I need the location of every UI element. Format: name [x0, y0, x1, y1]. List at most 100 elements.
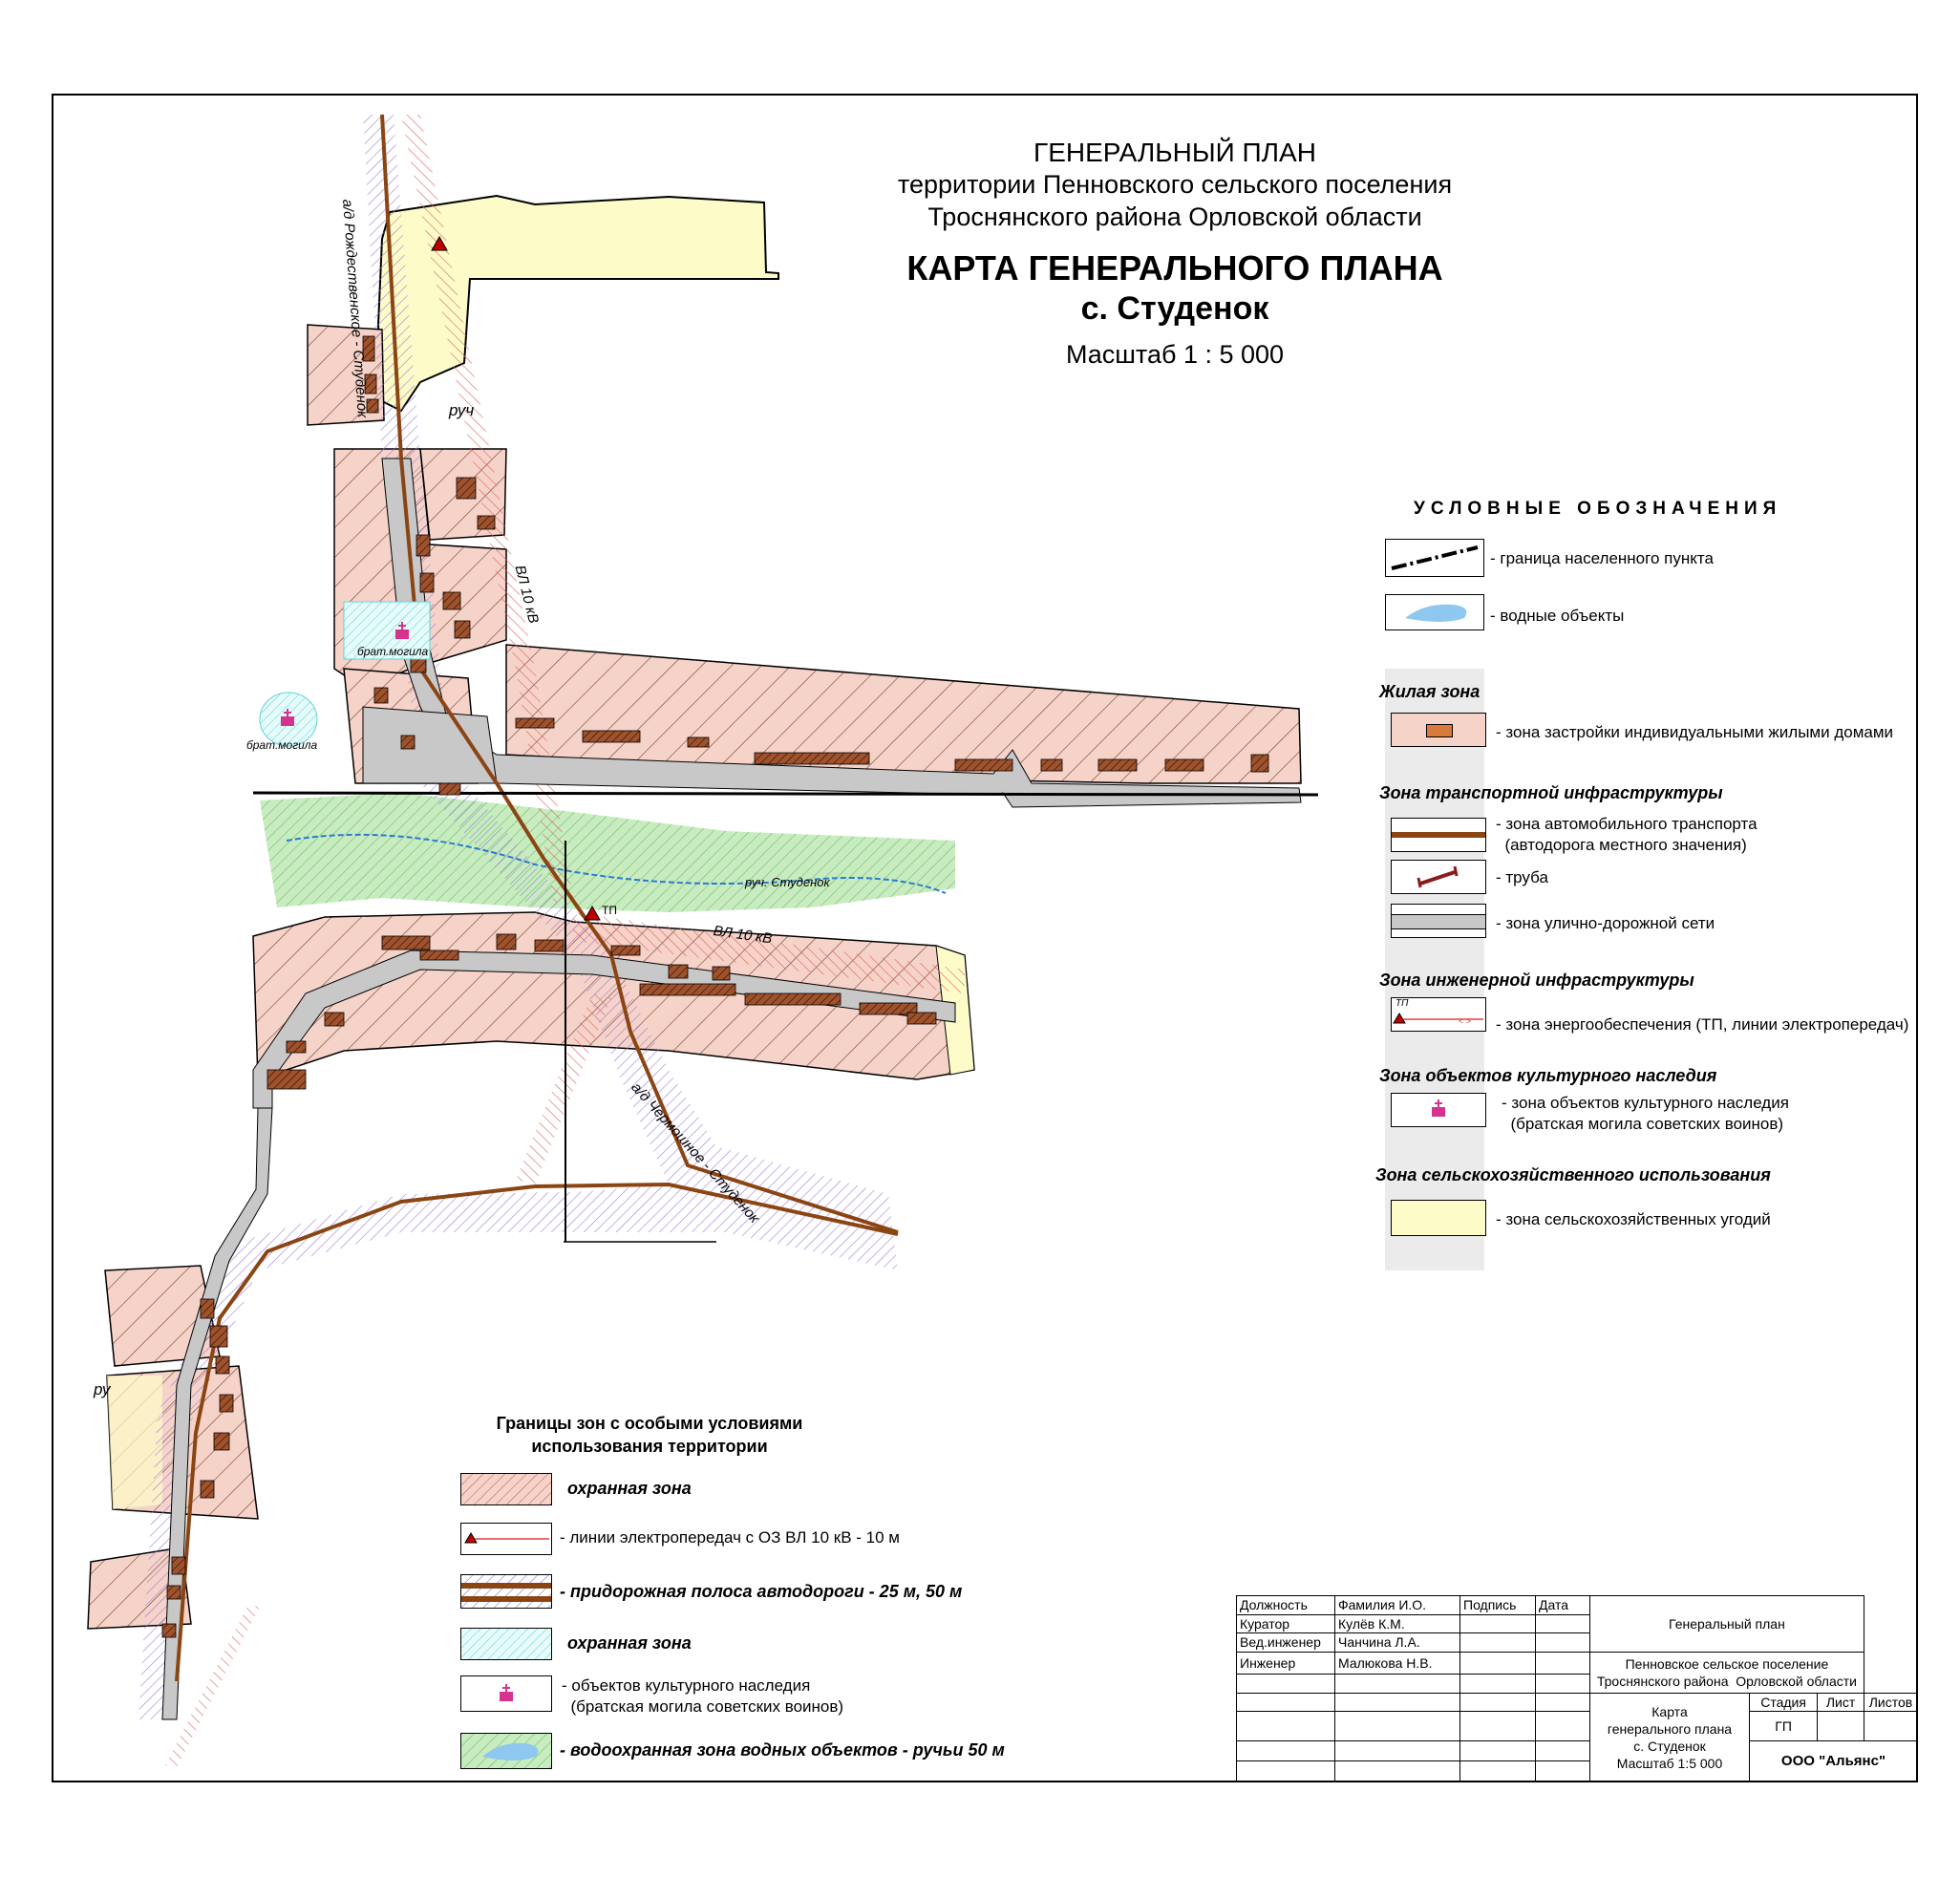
legend-cat-transport: Зона транспортной инфраструктуры	[1379, 783, 1723, 802]
zone-water-symbol	[460, 1733, 552, 1769]
legend-auto-symbol	[1391, 818, 1486, 852]
zone-protect-symbol	[460, 1473, 552, 1505]
house-footprint	[215, 1355, 230, 1375]
legend-energy-text: - зона энергообеспечения (ТП, линии элек…	[1496, 1015, 1909, 1034]
zone-roadside-symbol	[460, 1574, 552, 1609]
stamp-org: Пенновское сельское поселение Троснянско…	[1589, 1651, 1864, 1694]
house-footprint	[219, 1394, 234, 1413]
house-footprint	[381, 935, 431, 950]
stamp-r3-role: Инженер	[1236, 1651, 1335, 1675]
legend-boundary-symbol	[1385, 539, 1484, 577]
house-footprint	[410, 658, 427, 673]
label-grave-north: брат.могила	[357, 645, 429, 658]
agri-zone-southwest	[107, 1376, 162, 1509]
zone-protect2-symbol	[460, 1628, 552, 1660]
power-zone-south	[516, 993, 611, 1184]
creek-line	[286, 833, 947, 894]
legend-energy-symbol: < > ТП	[1391, 997, 1486, 1032]
house-footprint	[477, 515, 496, 530]
zone-water-text: - водоохранная зона водных объектов - ру…	[560, 1740, 1005, 1760]
map-scale: Масштаб 1 : 5 000	[1065, 340, 1285, 369]
road-rozhdestvenskoe	[380, 114, 899, 1234]
house-footprint	[166, 1585, 181, 1600]
legend-cat-engineering: Зона инженерной инфраструктуры	[1379, 971, 1694, 990]
plan-subtitle-region: Троснянского района Орловской области	[927, 203, 1422, 231]
water-protection-zone	[260, 793, 955, 912]
legend-boundary-text: - граница населенного пункта	[1490, 549, 1714, 567]
power-zone-southwest	[165, 1605, 260, 1767]
legend-title: УСЛОВНЫЕ ОБОЗНАЧЕНИЯ	[1414, 499, 1782, 519]
house-footprint	[906, 1012, 937, 1025]
house-footprint	[1250, 754, 1269, 773]
plan-title: ГЕНЕРАЛЬНЫЙ ПЛАН	[1033, 138, 1316, 167]
stamp-lists-header: Листов	[1863, 1692, 1919, 1713]
legend-pipe-text: - труба	[1496, 868, 1548, 886]
legend-residential-symbol	[1391, 713, 1486, 747]
house-footprint	[200, 1298, 215, 1319]
zone-roadside-text: - придорожная полоса автодороги - 25 м, …	[560, 1582, 963, 1601]
title-stamp: Должность Фамилия И.О. Подпись Дата Гене…	[1236, 1595, 1919, 1783]
house-footprint	[712, 966, 731, 981]
power-zone-east	[573, 912, 965, 993]
house-footprint	[954, 758, 1013, 772]
zone-protect-text: охранная зона	[567, 1479, 692, 1498]
house-footprint	[400, 735, 415, 750]
legend-symbol-column	[1385, 669, 1484, 1270]
heritage-zone-north	[343, 601, 431, 660]
stamp-stage-header: Стадия	[1748, 1692, 1819, 1713]
stamp-doc: Генеральный план	[1589, 1595, 1864, 1653]
house-footprint	[456, 477, 477, 500]
stamp-r2-name: Чанчина Л.А.	[1334, 1632, 1460, 1653]
legend-agri-symbol	[1391, 1200, 1486, 1236]
stamp-r2-role: Вед.инженер	[1236, 1632, 1335, 1653]
label-ruch-southwest: ру	[94, 1380, 111, 1398]
heritage-marker-west	[281, 709, 294, 726]
house-footprint	[209, 1325, 228, 1348]
label-grave-west: брат.могила	[246, 738, 318, 752]
stamp-r1-name: Кулёв К.М.	[1334, 1613, 1460, 1633]
legend-cat-residential: Жилая зона	[1379, 682, 1481, 701]
house-footprint	[266, 1069, 307, 1090]
house-footprint	[754, 752, 870, 765]
power-zone-north	[401, 115, 573, 903]
legend-residential-text: - зона застройки индивидуальными жилыми …	[1496, 723, 1894, 741]
street-junction	[362, 706, 498, 784]
stamp-stage: ГП	[1748, 1711, 1819, 1741]
house-footprint	[582, 730, 641, 743]
house-footprint	[744, 992, 842, 1006]
label-tp: ТП	[602, 904, 617, 917]
label-ruch-north: руч	[449, 401, 475, 419]
stamp-r1-role: Куратор	[1236, 1613, 1335, 1633]
house-footprint	[1040, 758, 1063, 772]
stamp-r3-name: Малюкова Н.В.	[1334, 1651, 1460, 1675]
plan-subtitle-territory: территории Пенновского сельского поселен…	[897, 170, 1453, 199]
house-footprint	[171, 1556, 186, 1575]
house-footprint	[454, 620, 471, 639]
stamp-h-sign: Подпись	[1459, 1595, 1536, 1615]
house-footprint	[161, 1623, 177, 1638]
house-footprint	[362, 335, 375, 362]
house-footprint	[373, 687, 389, 704]
house-footprint	[324, 1012, 345, 1027]
house-footprint	[442, 591, 461, 610]
house-footprint	[419, 572, 435, 593]
house-footprint	[1097, 758, 1138, 772]
houses	[161, 335, 1269, 1638]
house-footprint	[200, 1480, 215, 1499]
sheet-frame	[52, 94, 1918, 1782]
legend-heritage-symbol	[1391, 1093, 1486, 1127]
house-footprint	[419, 950, 459, 961]
legend-pipe-symbol	[1391, 860, 1486, 894]
house-footprint	[534, 939, 565, 952]
stamp-h-role: Должность	[1236, 1595, 1335, 1615]
legend-agri-text: - зона сельскохозяйственных угодий	[1496, 1210, 1771, 1228]
zone-heritage-symbol	[460, 1675, 552, 1712]
house-footprint	[366, 398, 379, 414]
house-footprint	[610, 945, 641, 956]
house-footprint	[438, 782, 461, 796]
house-footprint	[496, 933, 517, 950]
legend-water-text: - водные объекты	[1490, 607, 1625, 625]
legend-water-symbol	[1385, 594, 1484, 630]
